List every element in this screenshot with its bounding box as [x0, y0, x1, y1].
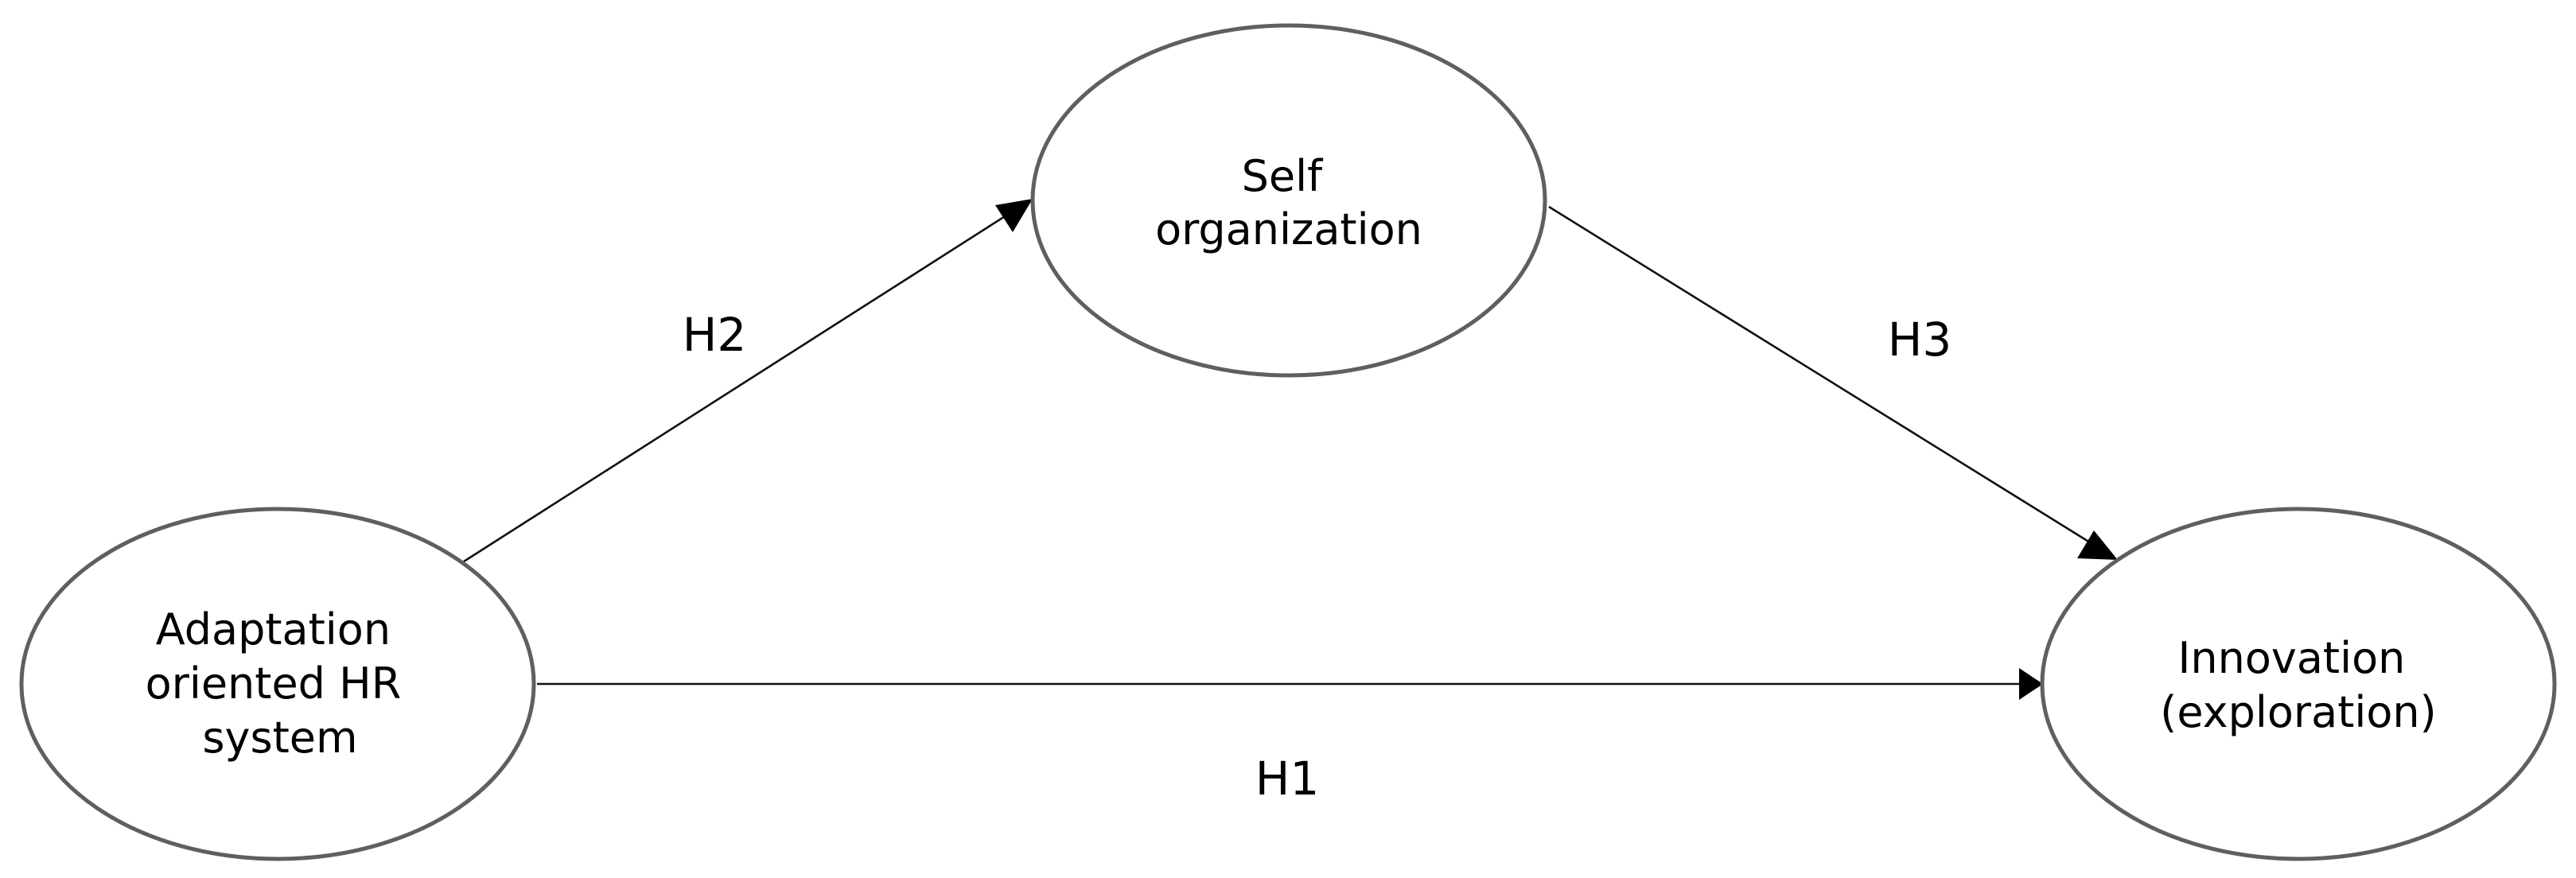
node-innovation-label: Innovation (exploration) [2160, 633, 2436, 737]
edge-h1-label: H1 [1255, 752, 1320, 806]
node-adaptation-line-2: oriented HR [146, 658, 402, 709]
node-innovation-exploration: Innovation (exploration) [2040, 507, 2557, 861]
edge-h3-line [1548, 205, 2097, 548]
edge-h3-arrowhead [2077, 530, 2118, 560]
node-adaptation-line-1: Adaptation [156, 604, 391, 655]
node-innovation-line-2: (exploration) [2160, 687, 2436, 737]
node-self-org-ellipse [1030, 23, 1547, 378]
edge-h2-arrowhead [995, 199, 1033, 232]
node-self-org-line-2: organization [1155, 204, 1422, 254]
node-adaptation-line-3: system [202, 713, 357, 763]
node-self-organization: Self organization [1030, 23, 1547, 378]
node-innovation-line-1: Innovation [2177, 633, 2405, 683]
edge-h1-arrowhead [2019, 668, 2043, 700]
edge-h2-line [463, 211, 1012, 563]
node-adaptation-oriented-hr-system: Adaptation oriented HR system [19, 507, 536, 861]
edge-h2-label: H2 [683, 308, 747, 362]
edge-h2 [463, 199, 1033, 563]
edge-h1 [537, 668, 2043, 700]
edge-h3 [1548, 205, 2118, 560]
node-adaptation-ellipse [19, 507, 536, 861]
node-innovation-ellipse [2040, 507, 2557, 861]
edge-h3-label: H3 [1888, 313, 1952, 367]
node-self-org-line-1: Self [1242, 151, 1325, 201]
node-adaptation-label: Adaptation oriented HR system [146, 604, 415, 763]
node-self-org-label: Self organization [1155, 151, 1422, 254]
